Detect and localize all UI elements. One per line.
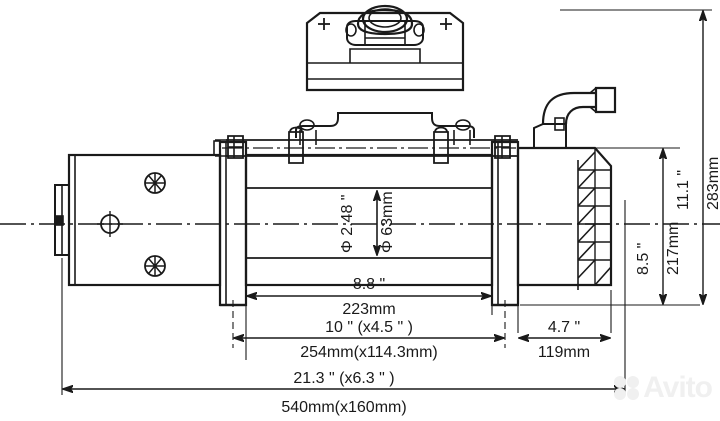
dim-body-height-metric: 217mm [665, 222, 682, 275]
motor-screw-bottom [144, 255, 166, 277]
rope-outlet-elbow [533, 86, 617, 148]
dim-overall-length-metric: 540mm(x160mm) [281, 399, 406, 416]
dim-drum-width-metric: 223mm [342, 301, 395, 318]
extension-lines [61, 9, 712, 395]
avito-logo-icon [614, 375, 640, 401]
left-end-plate [213, 135, 248, 307]
solenoid-mount-bracket [295, 112, 475, 145]
motor-housing [54, 153, 222, 287]
tie-rod-assembly [226, 126, 518, 164]
solenoid-box [305, 11, 465, 92]
dim-overall-height-metric: 283mm [705, 157, 720, 210]
right-end-plate [490, 135, 520, 307]
dim-gearbox-width-metric: 119mm [538, 344, 590, 361]
cable-drum [244, 153, 494, 287]
avito-watermark-label: Avito [643, 371, 713, 404]
dim-drum-diameter-imperial: Φ 2.48 " [339, 195, 356, 253]
dim-drum-width-imperial: 8.8 " [353, 276, 385, 293]
avito-watermark: Avito [614, 371, 713, 405]
dim-bolt-pattern-metric: 254mm(x114.3mm) [300, 344, 438, 361]
terminal-plus-right [440, 18, 452, 30]
terminal-plus-left [318, 18, 330, 30]
dim-overall-height-imperial: 11.1 " [675, 170, 692, 210]
dim-gearbox-width-imperial: 4.7 " [548, 319, 580, 336]
motor-screw-top [144, 172, 166, 194]
dimension-labels: Φ 2.48 " Φ 63mm 8.8 " 223mm 10 " (x4.5 "… [281, 157, 720, 416]
gearbox-housing [516, 146, 613, 290]
clutch-knob [345, 4, 425, 46]
dim-drum-diameter-metric: Φ 63mm [379, 191, 396, 253]
dim-overall-length-imperial: 21.3 " (x6.3 " ) [293, 370, 394, 387]
dim-bolt-pattern-imperial: 10 " (x4.5 " ) [325, 319, 413, 336]
dim-body-height-imperial: 8.5 " [635, 243, 652, 275]
